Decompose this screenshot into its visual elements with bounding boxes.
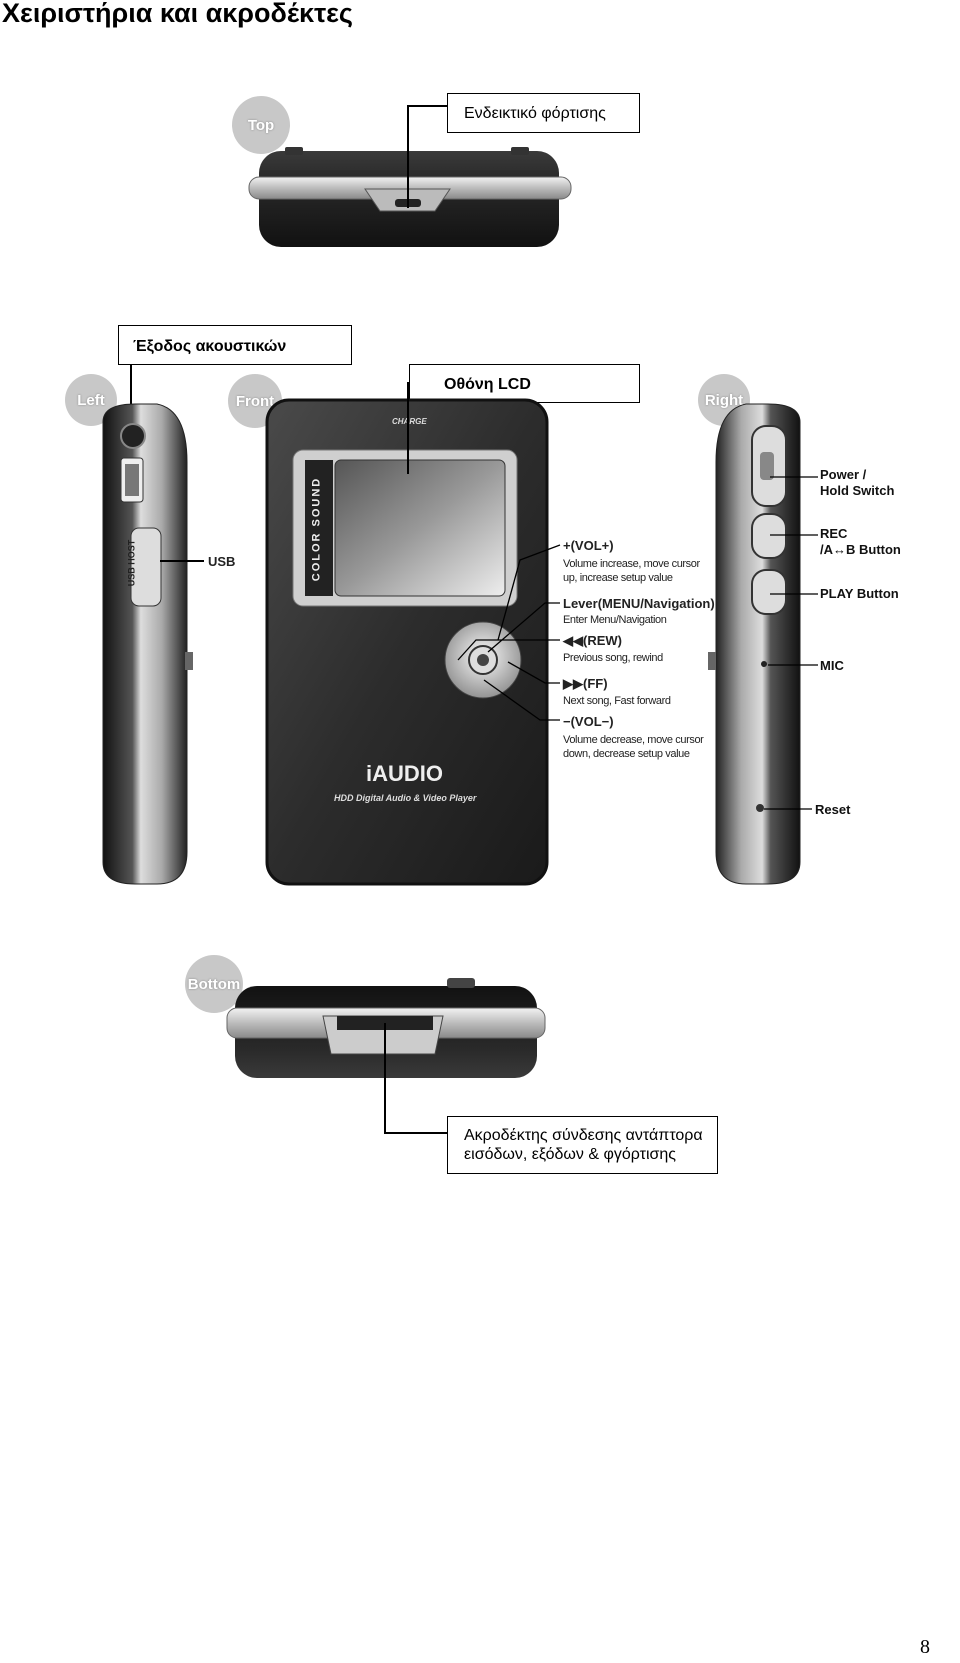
desc-rew: Previous song, rewind bbox=[563, 652, 663, 664]
label-lever: Lever(MENU/Navigation) bbox=[563, 596, 715, 611]
leader-charge-h bbox=[407, 105, 447, 107]
front-leader-lines bbox=[457, 544, 561, 721]
callout-connector: Ακροδέκτης σύνδεσης αντάπτορα εισόδων, ε… bbox=[447, 1116, 718, 1174]
label-hold-switch: Hold Switch bbox=[820, 483, 895, 498]
callout-connector-line2: εισόδων, εξόδων & φγόρτισης bbox=[464, 1146, 676, 1163]
leader-lcd bbox=[407, 382, 409, 474]
desc-vol-plus-1: Volume increase, move cursor bbox=[563, 558, 700, 570]
device-right-view bbox=[708, 403, 801, 885]
callout-charge-indicator: Ενδεικτικό φόρτισης bbox=[447, 93, 640, 133]
label-mic: MIC bbox=[820, 658, 844, 673]
charge-text: CHARGE bbox=[392, 417, 427, 426]
page-number: 8 bbox=[920, 1636, 930, 1658]
view-badge-top: Top bbox=[232, 96, 290, 154]
label-rec: REC bbox=[820, 526, 848, 541]
label-reset: Reset bbox=[815, 802, 851, 817]
desc-vol-minus-2: down, decrease setup value bbox=[563, 748, 690, 760]
device-front-view bbox=[265, 398, 549, 886]
leader-connector bbox=[384, 1023, 386, 1133]
callout-connector-line1: Ακροδέκτης σύνδεσης αντάπτορα bbox=[464, 1127, 703, 1144]
leader-charge bbox=[407, 105, 409, 208]
leader-connector-h bbox=[384, 1132, 448, 1134]
brand-tagline: HDD Digital Audio & Video Player bbox=[334, 793, 477, 803]
page-title: Χειριστήρια και ακροδέκτες bbox=[2, 0, 353, 28]
right-leader-lines bbox=[764, 476, 818, 810]
label-power: Power / bbox=[820, 467, 867, 482]
label-rew: ◀◀(REW) bbox=[563, 633, 622, 648]
brand-logo: iAUDIO bbox=[366, 761, 443, 786]
view-badge-bottom: Bottom bbox=[185, 955, 243, 1013]
callout-lcd-screen: Οθόνη LCD bbox=[409, 364, 640, 403]
desc-vol-plus-2: up, increase setup value bbox=[563, 572, 673, 584]
callout-headphone-out: Έξοδος ακουστικών bbox=[118, 325, 352, 365]
desc-vol-minus-1: Volume decrease, move cursor bbox=[563, 734, 704, 746]
label-ff: ▶▶(FF) bbox=[563, 676, 608, 691]
label-ab-button: /A↔B Button bbox=[820, 542, 901, 557]
leader-headphone bbox=[130, 365, 132, 437]
view-badge-right: Right bbox=[698, 374, 750, 426]
device-bottom-view bbox=[226, 978, 546, 1078]
label-play: PLAY Button bbox=[820, 586, 899, 601]
device-left-view bbox=[102, 403, 193, 885]
leader-usb bbox=[160, 560, 204, 562]
label-vol-plus: +(VOL+) bbox=[563, 538, 614, 553]
desc-lever: Enter Menu/Navigation bbox=[563, 614, 667, 626]
label-usb: USB bbox=[208, 554, 236, 569]
desc-ff: Next song, Fast forward bbox=[563, 695, 671, 707]
label-vol-minus: −(VOL−) bbox=[563, 714, 614, 729]
